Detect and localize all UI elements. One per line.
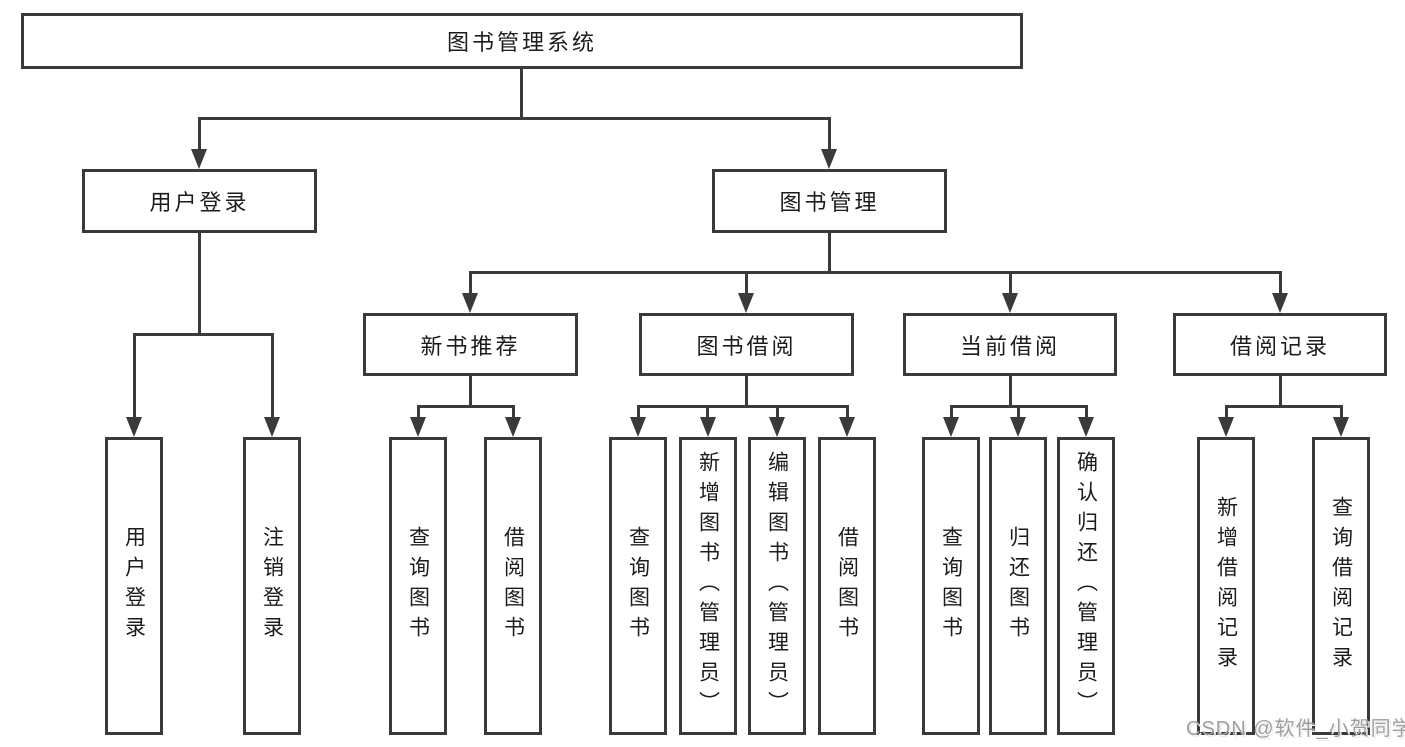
leaf-label: 确认归还（管理员） xyxy=(1074,451,1098,721)
arrow-down-icon xyxy=(821,149,837,169)
arrow-down-icon xyxy=(1078,417,1094,437)
csdn-watermark: CSDN @软件_小贺同学 xyxy=(1186,718,1405,740)
node-current-borrow: 当前借阅 xyxy=(903,313,1117,376)
connector-leaf-stub xyxy=(706,405,709,419)
connector-leaf-stub xyxy=(637,405,640,419)
leaf-label: 编辑图书（管理员） xyxy=(765,451,789,721)
connector-section-stub xyxy=(469,271,472,296)
arrow-down-icon xyxy=(1010,417,1026,437)
node-root-label: 图书管理系统 xyxy=(446,30,597,55)
connector-root-drop xyxy=(520,69,523,120)
connector-leaf-stub xyxy=(846,405,849,419)
node-new-book-recommend-label: 新书推荐 xyxy=(420,333,521,359)
arrow-down-icon xyxy=(1002,293,1018,313)
node-user-login-label: 用户登录 xyxy=(149,190,250,215)
leaf-user-login: 用户登录 xyxy=(105,437,163,735)
connector-leaf-stub xyxy=(1340,405,1343,419)
connector-leaf-stub xyxy=(950,405,953,419)
connector-leaf-stub xyxy=(776,405,779,419)
leaf-return-books: 归还图书 xyxy=(989,437,1047,735)
arrow-down-icon xyxy=(738,293,754,313)
connector-user-login-stub xyxy=(198,117,201,150)
arrow-down-icon xyxy=(1333,417,1349,437)
connector-section-drop xyxy=(745,376,748,406)
connector-section-stub xyxy=(745,271,748,296)
connector-level3-rail xyxy=(469,271,1282,274)
arrow-down-icon xyxy=(505,417,521,437)
connector-leaf-stub xyxy=(417,405,420,419)
node-borrow-records: 借阅记录 xyxy=(1173,313,1387,376)
leaf-add-books-admin: 新增图书（管理员） xyxy=(679,437,737,735)
connector-level2-rail xyxy=(198,117,831,120)
node-current-borrow-label: 当前借阅 xyxy=(959,333,1060,359)
arrow-down-icon xyxy=(1218,417,1234,437)
leaf-label: 新增图书（管理员） xyxy=(696,451,720,721)
connector-leaf-stub xyxy=(512,405,515,419)
leaf-label: 注销登录 xyxy=(260,526,284,646)
arrow-down-icon xyxy=(1272,293,1288,313)
connector-user-login-drop xyxy=(198,233,201,335)
node-book-borrow-label: 图书借阅 xyxy=(696,333,797,359)
leaf-logout: 注销登录 xyxy=(243,437,301,735)
leaf-confirm-return-admin: 确认归还（管理员） xyxy=(1057,437,1115,735)
leaf-label: 借阅图书 xyxy=(501,526,525,646)
connector-leaf-stub xyxy=(1225,405,1228,419)
leaf-query-books-recommend: 查询图书 xyxy=(389,437,447,735)
arrow-down-icon xyxy=(769,417,785,437)
leaf-label: 查询图书 xyxy=(939,526,963,646)
connector-leaf-stub xyxy=(1017,405,1020,419)
node-new-book-recommend: 新书推荐 xyxy=(363,313,578,376)
arrow-down-icon xyxy=(462,293,478,313)
leaf-edit-books-admin: 编辑图书（管理员） xyxy=(748,437,806,735)
connector-user-login-rail xyxy=(133,333,274,336)
connector-book-mgmt-stub xyxy=(828,117,831,150)
connector-book-mgmt-drop xyxy=(828,233,831,273)
leaf-label: 查询图书 xyxy=(406,526,430,646)
node-user-login: 用户登录 xyxy=(82,169,317,233)
arrow-down-icon xyxy=(943,417,959,437)
leaf-label: 归还图书 xyxy=(1006,526,1030,646)
arrow-down-icon xyxy=(264,417,280,437)
connector-leaf-rail xyxy=(1225,405,1343,408)
connector-leaf-rail xyxy=(417,405,515,408)
node-book-management: 图书管理 xyxy=(712,169,947,233)
leaf-add-borrow-record: 新增借阅记录 xyxy=(1197,437,1255,735)
arrow-down-icon xyxy=(630,417,646,437)
leaf-query-books-current: 查询图书 xyxy=(922,437,980,735)
leaf-borrow-books-recommend: 借阅图书 xyxy=(484,437,542,735)
node-root: 图书管理系统 xyxy=(21,13,1023,69)
node-borrow-records-label: 借阅记录 xyxy=(1229,333,1330,359)
arrow-down-icon xyxy=(839,417,855,437)
node-book-borrow: 图书借阅 xyxy=(639,313,854,376)
connector-leaf-stub xyxy=(133,333,136,419)
connector-section-drop xyxy=(1279,376,1282,406)
leaf-label: 查询借阅记录 xyxy=(1329,496,1353,676)
arrow-down-icon xyxy=(191,149,207,169)
connector-leaf-stub xyxy=(1085,405,1088,419)
leaf-label: 新增借阅记录 xyxy=(1214,496,1238,676)
node-book-management-label: 图书管理 xyxy=(779,190,880,215)
leaf-query-books-borrow: 查询图书 xyxy=(609,437,667,735)
connector-leaf-rail xyxy=(637,405,848,408)
leaf-borrow-books: 借阅图书 xyxy=(818,437,876,735)
connector-section-stub xyxy=(1009,271,1012,296)
leaf-label: 借阅图书 xyxy=(835,526,859,646)
leaf-query-borrow-record: 查询借阅记录 xyxy=(1312,437,1370,735)
connector-section-drop xyxy=(469,376,472,406)
connector-section-drop xyxy=(1009,376,1012,406)
connector-section-stub xyxy=(1279,271,1282,296)
leaf-label: 查询图书 xyxy=(626,526,650,646)
arrow-down-icon xyxy=(126,417,142,437)
arrow-down-icon xyxy=(700,417,716,437)
arrow-down-icon xyxy=(410,417,426,437)
connector-leaf-stub xyxy=(271,333,274,419)
leaf-label: 用户登录 xyxy=(122,526,146,646)
